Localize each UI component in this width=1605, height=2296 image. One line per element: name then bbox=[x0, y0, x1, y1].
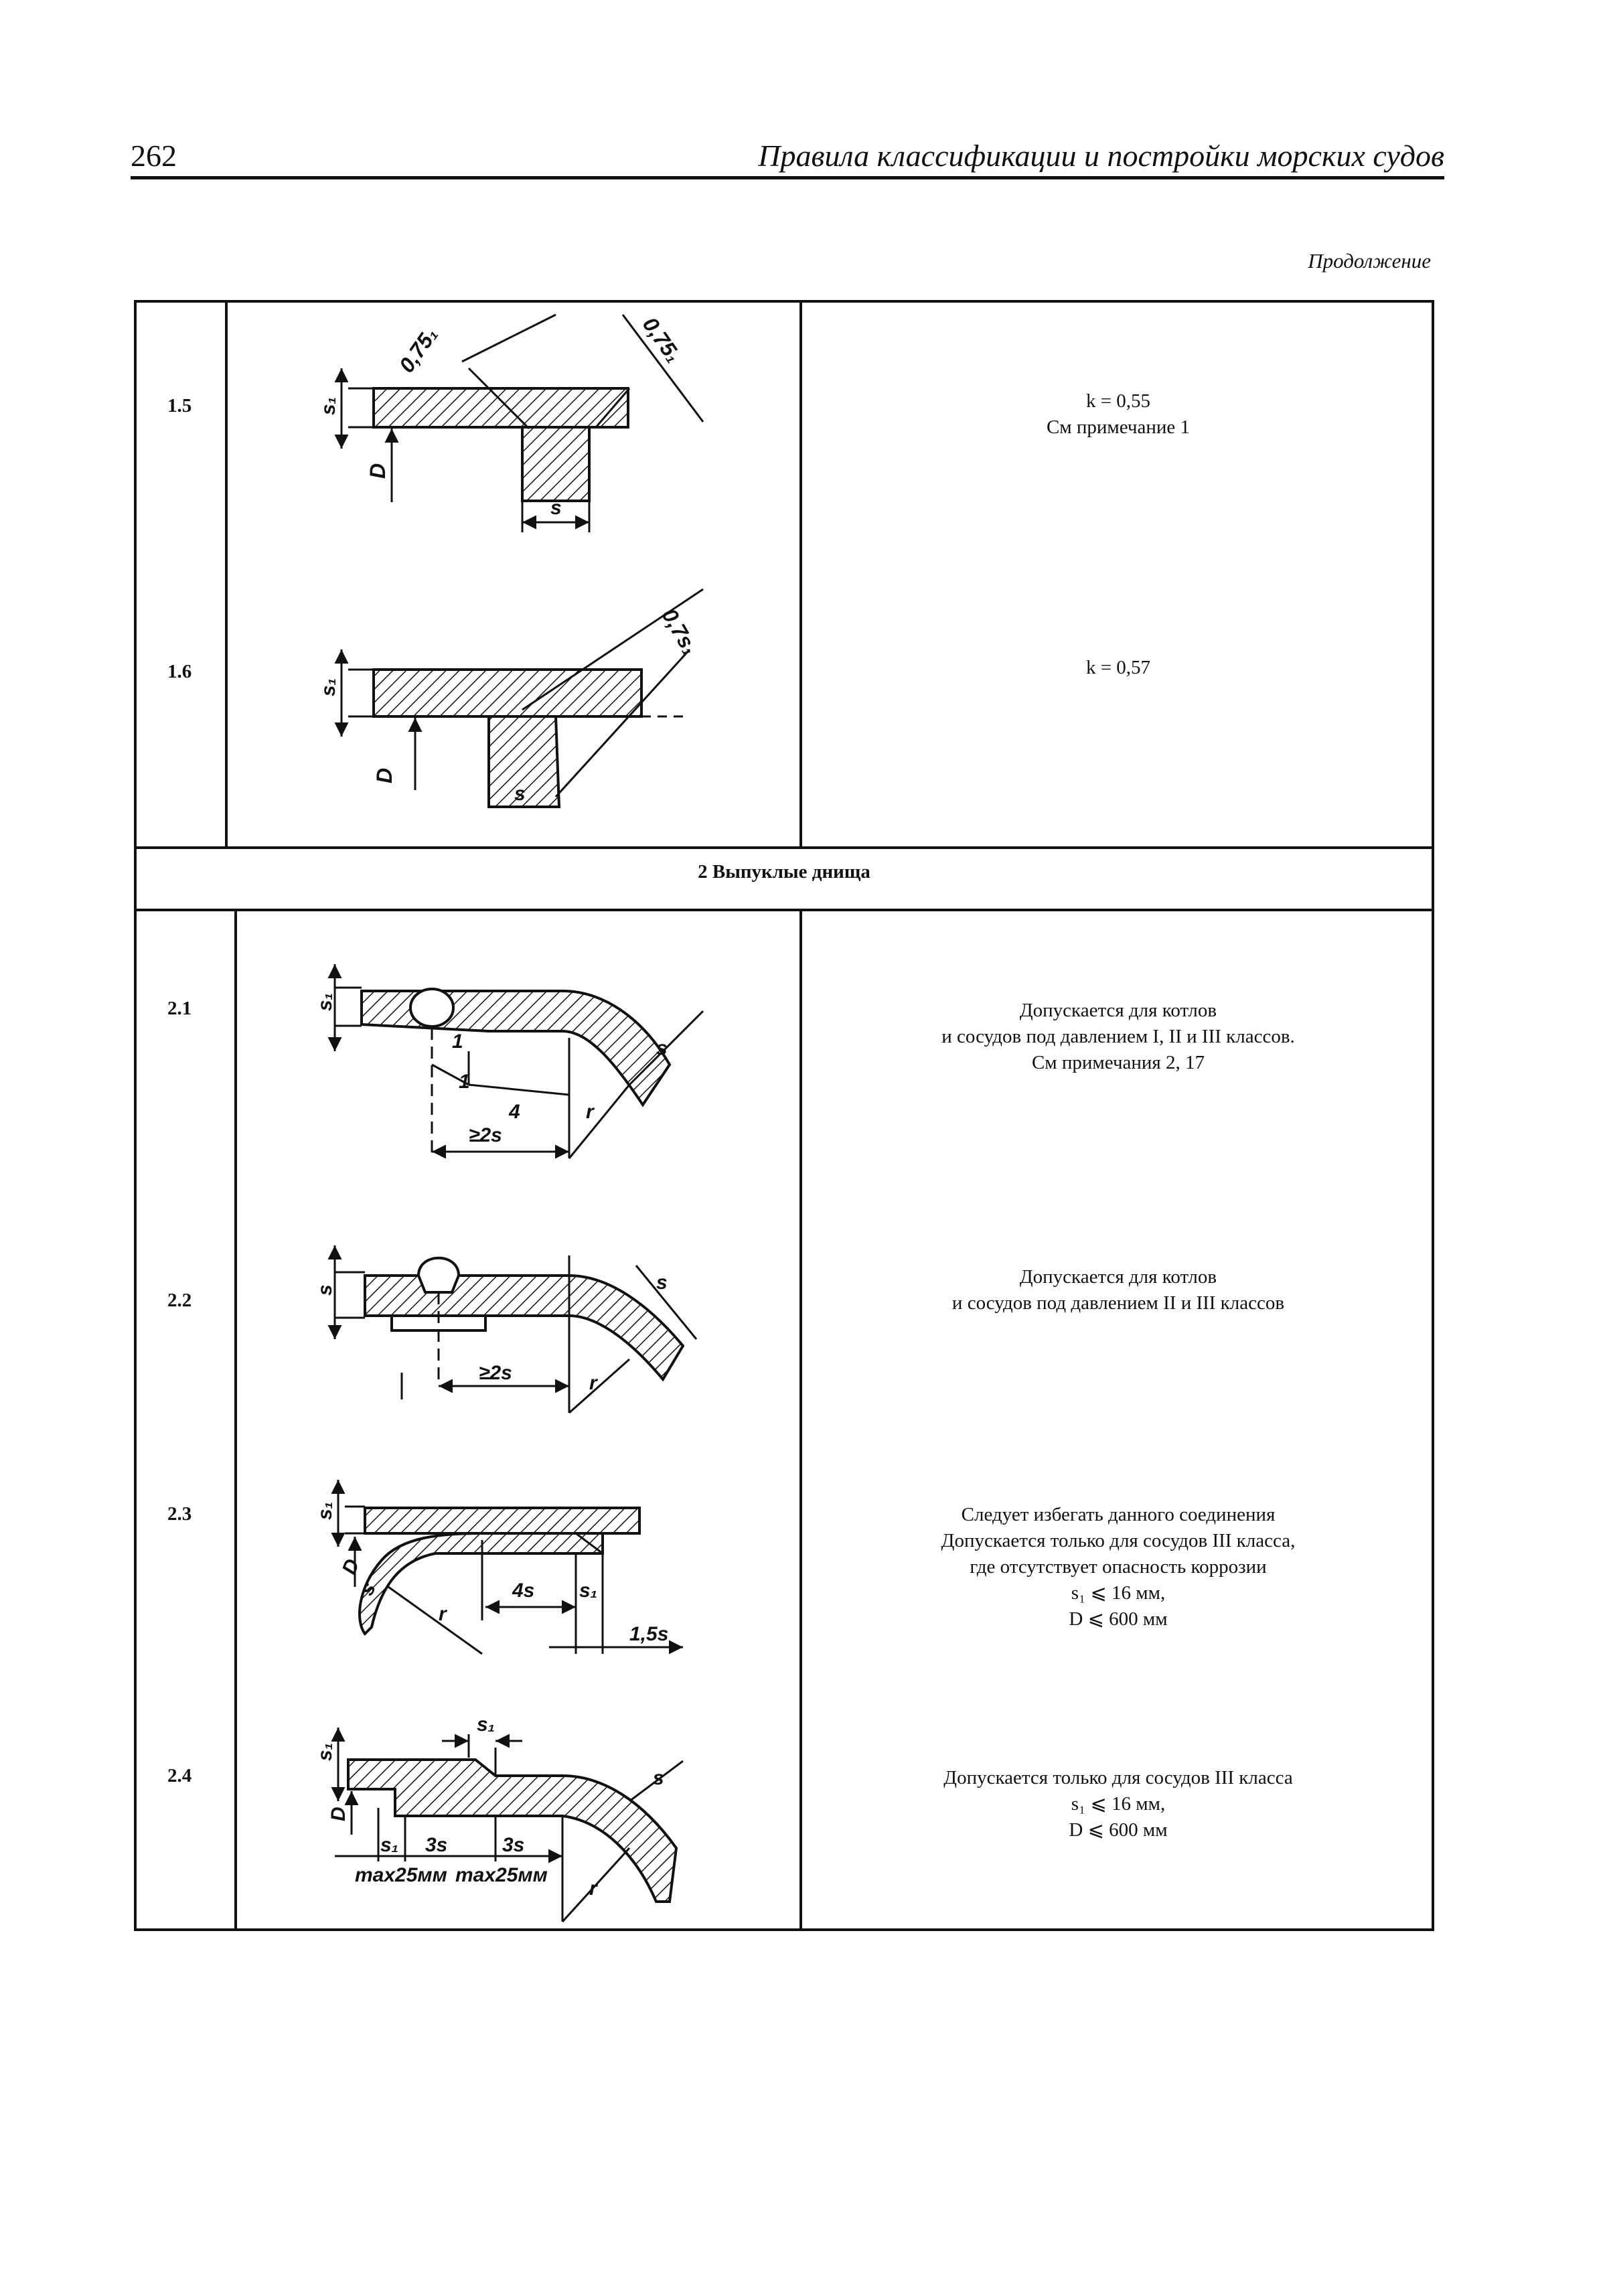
weld-diagram-2-2: s ≥2s r s bbox=[314, 1245, 698, 1414]
column-divider-desc-bottom bbox=[799, 909, 802, 1931]
section-2-title: 2 Выпуклые днища bbox=[698, 861, 870, 883]
desc-line: См примечания 2, 17 bbox=[1031, 1052, 1205, 1073]
desc-line: Допускается только для сосудов III класс… bbox=[941, 1530, 1296, 1551]
label-D: D bbox=[366, 463, 390, 479]
row-description: Допускается только для сосудов III класс… bbox=[802, 1765, 1434, 1843]
label-r: r bbox=[589, 1878, 599, 1900]
row-description: k = 0,55 См примечание 1 bbox=[802, 388, 1434, 441]
row-number: 2.2 bbox=[167, 1290, 192, 1311]
label-max25: max25мм bbox=[455, 1864, 548, 1886]
label-ge2s: ≥2s bbox=[479, 1362, 512, 1384]
desc-line: где отсутствует опасность коррозии bbox=[970, 1556, 1267, 1578]
desc-line: Допускается для котлов bbox=[1019, 1266, 1217, 1288]
weld-diagram-2-3: s₁ D s 4s s₁ 1,5s r bbox=[314, 1480, 683, 1655]
desc-line: и сосудов под давлением I, II и III клас… bbox=[941, 1026, 1295, 1047]
label-s1: s₁ bbox=[314, 1743, 336, 1761]
label-r: r bbox=[589, 1372, 599, 1394]
desc-line: См примечание 1 bbox=[1046, 416, 1191, 438]
label-s1: s₁ bbox=[380, 1834, 398, 1856]
label-4: 4 bbox=[508, 1101, 520, 1123]
label-s1: s₁ bbox=[317, 678, 339, 696]
label-4s: 4s bbox=[512, 1580, 534, 1602]
label-3s: 3s bbox=[425, 1834, 447, 1856]
label-075s1: 0,75₁ bbox=[638, 313, 686, 367]
header-rule bbox=[131, 176, 1444, 179]
desc-line: k = 0,55 bbox=[1085, 390, 1151, 412]
label-s: s bbox=[314, 1284, 336, 1296]
column-divider-num-top bbox=[225, 300, 228, 848]
desc-line: s₁ ⩽ 16 мм, bbox=[1071, 1582, 1166, 1604]
column-divider-desc-top bbox=[799, 300, 802, 848]
label-15s: 1,5s bbox=[629, 1623, 668, 1645]
row-number: 2.3 bbox=[167, 1503, 192, 1525]
label-07s1: 0,7s₁ bbox=[657, 605, 702, 660]
weld-diagram-1-6: s₁ D s 0,7s₁ bbox=[317, 588, 704, 808]
label-r: r bbox=[439, 1603, 448, 1625]
row-number: 1.5 bbox=[167, 395, 192, 416]
weld-diagram-2-4: s₁ D s₁ s₁ 3s 3s max25мм max25мм r s bbox=[314, 1713, 684, 1923]
column-divider-num-bottom bbox=[234, 909, 237, 1931]
desc-line: D ⩽ 600 мм bbox=[1069, 1608, 1168, 1630]
section-row-bottom bbox=[134, 909, 1434, 911]
label-s: s bbox=[514, 783, 526, 805]
desc-line: Допускается для котлов bbox=[1019, 1000, 1217, 1021]
section-row-top bbox=[134, 846, 1434, 849]
row-description: Следует избегать данного соединения Допу… bbox=[802, 1502, 1434, 1632]
row-description: Допускается для котлов и сосудов под дав… bbox=[802, 1264, 1434, 1316]
row-number: 2.4 bbox=[167, 1765, 192, 1786]
label-s1: s₁ bbox=[477, 1713, 495, 1736]
label-D: D bbox=[338, 1556, 364, 1578]
label-s: s bbox=[653, 1767, 664, 1789]
label-s1: s₁ bbox=[579, 1580, 597, 1602]
desc-line: k = 0,57 bbox=[1085, 657, 1151, 678]
running-title: Правила классификации и постройки морски… bbox=[758, 139, 1444, 173]
label-s: s bbox=[656, 1272, 668, 1294]
weld-diagram-2-1: s₁ 1 1 4 ≥2s s r bbox=[314, 964, 704, 1159]
row-number: 2.1 bbox=[167, 998, 192, 1019]
label-s: s bbox=[550, 497, 562, 519]
desc-line: Следует избегать данного соединения bbox=[961, 1504, 1276, 1525]
label-s1: s₁ bbox=[317, 397, 339, 415]
label-1: 1 bbox=[452, 1030, 463, 1053]
row-description: Допускается для котлов и сосудов под дав… bbox=[802, 998, 1434, 1076]
desc-line: s₁ ⩽ 16 мм, bbox=[1071, 1793, 1166, 1815]
label-max25: max25мм bbox=[355, 1864, 447, 1886]
label-1: 1 bbox=[459, 1071, 470, 1093]
desc-line: и сосудов под давлением II и III классов bbox=[951, 1292, 1285, 1314]
row-number: 1.6 bbox=[167, 661, 192, 682]
desc-line: D ⩽ 600 мм bbox=[1069, 1819, 1168, 1841]
label-D: D bbox=[327, 1807, 350, 1821]
row-description: k = 0,57 bbox=[802, 655, 1434, 681]
continuation-label: Продолжение bbox=[1308, 249, 1431, 273]
label-s1: s₁ bbox=[314, 993, 336, 1011]
desc-line: Допускается только для сосудов III класс… bbox=[943, 1767, 1293, 1788]
label-r: r bbox=[586, 1101, 595, 1123]
table-frame bbox=[134, 300, 1434, 1931]
label-3s: 3s bbox=[502, 1834, 524, 1856]
label-s: s bbox=[656, 1037, 668, 1059]
weld-diagram-1-5: s₁ D s 0,75₁ 0,75₁ bbox=[317, 313, 704, 532]
page-number: 262 bbox=[131, 139, 177, 173]
label-s1: s₁ bbox=[314, 1502, 336, 1520]
label-075s1: 0,75₁ bbox=[394, 323, 443, 377]
label-D: D bbox=[372, 768, 396, 783]
label-ge2s: ≥2s bbox=[469, 1124, 502, 1146]
